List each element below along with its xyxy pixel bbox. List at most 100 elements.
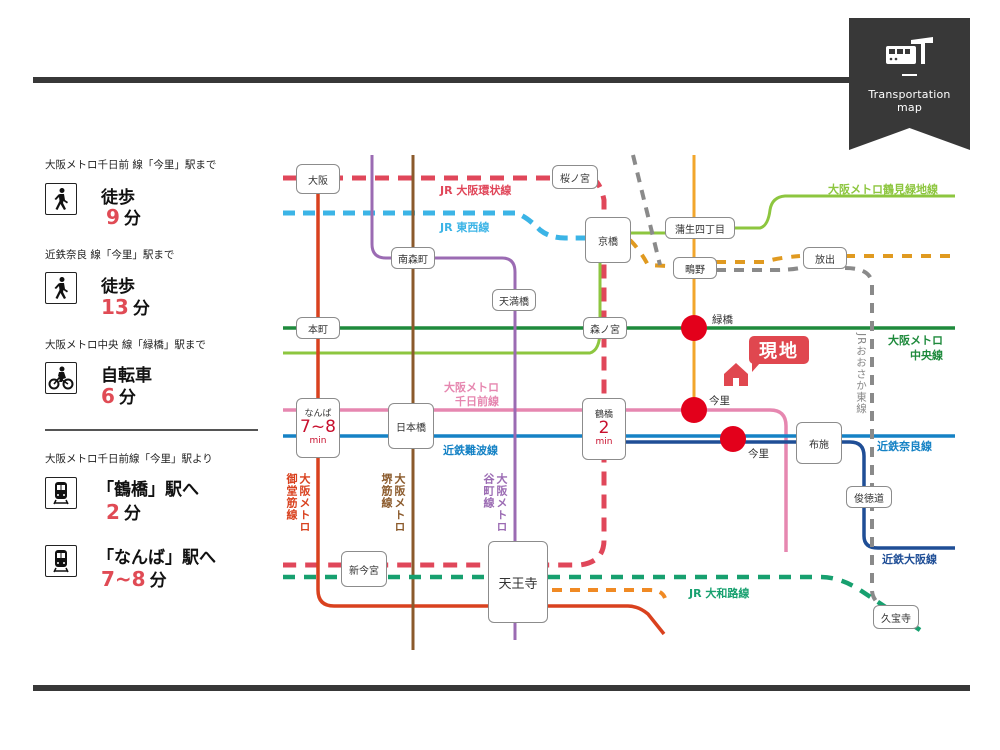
line-midosuji bbox=[316, 178, 666, 636]
walk-icon-box bbox=[45, 272, 77, 304]
label-jr-higashi: JRおおさか東線 bbox=[855, 333, 867, 415]
station-gamo-yonchome: 蒲生四丁目 bbox=[665, 217, 735, 239]
station-shuntokumichi: 俊徳道 bbox=[846, 486, 892, 508]
line-kintetsu-osaka bbox=[610, 440, 955, 550]
station-tenmabashi: 天満橋 bbox=[492, 289, 536, 311]
access-mode: 徒歩 bbox=[101, 188, 135, 208]
train-icon-box bbox=[45, 545, 77, 577]
walking-person-icon bbox=[54, 188, 68, 210]
walk-icon-box bbox=[45, 183, 77, 215]
line-jr-tozai bbox=[283, 210, 588, 241]
label-jr-loop: JR 大阪環状線 bbox=[440, 184, 512, 197]
label-chuo: 大阪メトロ 中央線 bbox=[888, 333, 943, 363]
label-chuo-line1: 大阪メトロ bbox=[888, 334, 943, 347]
station-sakuranomiya: 桜ノ宮 bbox=[552, 165, 598, 189]
badge-title-line2: map bbox=[896, 101, 923, 114]
station-dot-imazato-metro bbox=[681, 397, 707, 423]
label-sakaisuji-main: 大阪メトロ bbox=[393, 473, 406, 533]
label-tanimachi-main: 大阪メトロ bbox=[495, 473, 508, 533]
route-destination: 「なんば」駅へ bbox=[97, 548, 216, 568]
station-dot-imazato-kintetsu bbox=[720, 426, 746, 452]
train-icon bbox=[53, 482, 69, 505]
route-destination: 「鶴橋」駅へ bbox=[97, 480, 199, 500]
minutes-unit: 分 bbox=[149, 571, 167, 591]
travel-minutes: 2 bbox=[598, 418, 610, 439]
travel-minutes: 7~8 bbox=[300, 417, 336, 438]
label-sennichimae: 大阪メトロ 千日前線 bbox=[443, 381, 499, 409]
travel-unit: min bbox=[309, 435, 327, 446]
station-honmachi: 本町 bbox=[296, 317, 340, 339]
line-sennichimae bbox=[283, 408, 788, 552]
access-mode: 自転車 bbox=[101, 366, 152, 386]
label-tanimachi-sub: 谷町線 bbox=[482, 473, 495, 509]
label-sennichimae-line1: 大阪メトロ bbox=[444, 381, 499, 394]
label-tsurumi: 大阪メトロ鶴見緑地線 bbox=[828, 183, 938, 196]
label-kintetsu-osaka: 近鉄大阪線 bbox=[882, 553, 937, 566]
section-divider bbox=[45, 429, 258, 431]
transportation-map-badge: Transportation map bbox=[849, 18, 970, 150]
label-sennichimae-line2: 千日前線 bbox=[455, 395, 499, 408]
label-midosuji-main: 大阪メトロ bbox=[298, 473, 311, 533]
station-kyuhoji: 久宝寺 bbox=[873, 605, 919, 629]
station-tennoji: 天王寺 bbox=[488, 541, 548, 623]
station-minamimorimachi: 南森町 bbox=[391, 247, 435, 269]
access-mode: 徒歩 bbox=[101, 277, 135, 297]
current-location-label: 現地 bbox=[749, 336, 809, 364]
from-station-caption: 大阪メトロ千日前線「今里」駅より bbox=[45, 453, 213, 465]
access-caption: 近鉄奈良 線「今里」駅まで bbox=[45, 249, 175, 261]
station-shinimamiya: 新今宮 bbox=[341, 551, 387, 587]
home-icon bbox=[724, 363, 748, 386]
station-hanaten: 放出 bbox=[803, 247, 847, 269]
train-icon bbox=[53, 550, 69, 573]
station-morinomiya: 森ノ宮 bbox=[583, 317, 627, 339]
station-osaka: 大阪 bbox=[296, 164, 340, 194]
minutes-value: 13 bbox=[101, 295, 129, 319]
bicycle-icon-box bbox=[45, 362, 77, 394]
minutes-unit: 分 bbox=[132, 299, 150, 319]
label-kintetsu-namba: 近鉄難波線 bbox=[443, 444, 498, 457]
minutes-value: 9 bbox=[106, 205, 120, 229]
walking-person-icon bbox=[54, 277, 68, 299]
travel-unit: min bbox=[595, 436, 613, 447]
station-nipponbashi: 日本橋 bbox=[388, 403, 434, 449]
callout-pointer bbox=[752, 363, 760, 372]
station-label-midoribashi: 緑橋 bbox=[712, 314, 733, 326]
minutes-value: 2 bbox=[106, 500, 120, 524]
footer-rule bbox=[33, 685, 970, 691]
train-station-icon bbox=[886, 37, 933, 76]
minutes-value: 6 bbox=[101, 384, 115, 408]
access-caption: 大阪メトロ中央 線「緑橋」駅まで bbox=[45, 339, 206, 351]
station-name: なんば bbox=[304, 408, 332, 419]
minutes-unit: 分 bbox=[118, 388, 136, 408]
access-caption: 大阪メトロ千日前 線「今里」駅まで bbox=[45, 159, 217, 171]
station-fuse: 布施 bbox=[796, 422, 842, 464]
station-label-imazato-kintetsu: 今里 bbox=[748, 448, 769, 460]
label-jr-tozai: JR 東西線 bbox=[440, 221, 490, 234]
label-kintetsu-nara: 近鉄奈良線 bbox=[877, 440, 932, 453]
line-jr-hanwa bbox=[552, 588, 667, 599]
line-jr-yamatoji bbox=[283, 574, 922, 632]
label-sakaisuji-sub: 堺筋線 bbox=[380, 473, 393, 509]
train-icon-box bbox=[45, 477, 77, 509]
badge-background bbox=[849, 18, 970, 150]
line-tanimachi bbox=[370, 155, 517, 640]
bicycle-icon bbox=[48, 366, 74, 390]
minutes-unit: 分 bbox=[123, 209, 141, 229]
label-chuo-line2: 中央線 bbox=[910, 349, 943, 362]
station-name: 鶴橋 bbox=[594, 409, 613, 420]
badge-title-line1: Transportation bbox=[868, 88, 951, 101]
station-namba: なんば 7~8 min bbox=[296, 398, 340, 458]
station-dot-midoribashi bbox=[681, 315, 707, 341]
minutes-unit: 分 bbox=[123, 504, 141, 524]
header-rule bbox=[33, 77, 853, 83]
station-kyobashi: 京橋 bbox=[585, 217, 631, 263]
station-label-imazato-metro: 今里 bbox=[709, 395, 730, 407]
label-midosuji-sub: 御堂筋線 bbox=[285, 473, 298, 521]
station-shigino: 鴫野 bbox=[673, 257, 717, 279]
